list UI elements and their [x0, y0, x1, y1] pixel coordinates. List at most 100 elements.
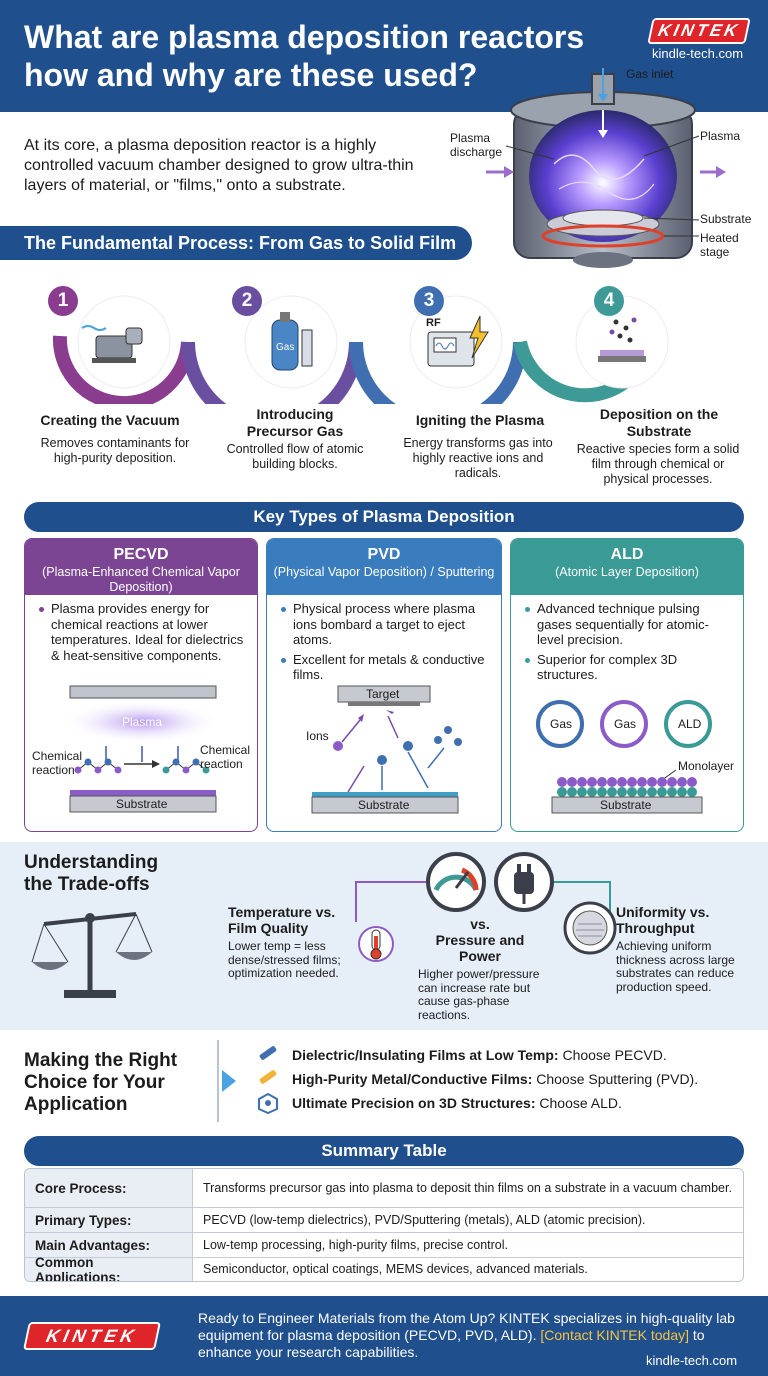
- step-4-number: 4: [594, 286, 624, 316]
- page-title: What are plasma deposition reactors how …: [24, 19, 585, 93]
- tradeoff-2-heading: Pressure and Power: [435, 932, 525, 964]
- card-pvd-name: PVD: [367, 546, 401, 563]
- row-label: Common Applications:: [25, 1255, 193, 1281]
- card-ald-bullet-1: Advanced technique pulsing gases sequent…: [525, 601, 731, 648]
- pen-icon: [259, 1046, 277, 1060]
- cube-icon: [258, 1092, 278, 1114]
- gauge-icon: [426, 852, 486, 912]
- table-row: Main Advantages: Low-temp processing, hi…: [25, 1232, 743, 1257]
- pvd-ions-label: Ions: [306, 729, 329, 743]
- step-4-title: Deposition on the Substrate: [599, 406, 719, 439]
- step-2-desc: Controlled flow of atomic building block…: [226, 442, 364, 471]
- row-label: Primary Types:: [25, 1208, 193, 1232]
- site-link[interactable]: kindle-tech.com: [652, 46, 744, 61]
- tradeoff-3-heading: Uniformity vs. Throughput: [616, 904, 710, 936]
- types-banner: Key Types of Plasma Deposition: [24, 502, 744, 532]
- step-3-title: Igniting the Plasma: [415, 412, 545, 428]
- row-value: Low-temp processing, high-purity films, …: [193, 1233, 743, 1257]
- card-ald-name: ALD: [610, 546, 644, 563]
- row-label: Core Process:: [25, 1169, 193, 1207]
- brand-logo[interactable]: KINTEK: [647, 18, 751, 44]
- label-plasma-discharge-1: Plasma: [450, 131, 490, 145]
- pecvd-left-label: Chemical: [32, 749, 82, 763]
- tradeoff-2-vs: vs.: [470, 916, 490, 932]
- process-flow: Gas RF: [52, 295, 669, 404]
- monolayer-atoms: [557, 777, 697, 797]
- step-3-desc: Energy transforms gas into highly reacti…: [403, 436, 553, 480]
- pvd-substrate-label: Substrate: [358, 798, 410, 812]
- card-pecvd-name: PECVD: [113, 546, 169, 563]
- step-3-number: 3: [414, 286, 444, 316]
- svg-text:Gas: Gas: [276, 342, 294, 353]
- row-label: Main Advantages:: [25, 1233, 193, 1257]
- pvd-diagram: Target Ions Substrate: [306, 685, 462, 814]
- rf-generator-icon: RF: [426, 315, 489, 367]
- pvd-target-label: Target: [366, 687, 400, 701]
- tradeoff-3-desc: Achieving uniform thickness across large…: [616, 939, 735, 994]
- deposition-icon: [598, 317, 646, 362]
- card-pvd-full: (Physical Vapor Deposition) / Sputtering: [273, 565, 495, 579]
- label-heated-stage-2: stage: [700, 245, 730, 259]
- intro-text: At its core, a plasma deposition reactor…: [24, 137, 414, 194]
- footer-text: Ready to Engineer Materials from the Ato…: [198, 1310, 735, 1360]
- step-1-title: Creating the Vacuum: [40, 412, 180, 428]
- card-pecvd: PECVD (Plasma-Enhanced Chemical Vapor De…: [24, 538, 258, 832]
- label-gas-inlet: Gas inlet: [626, 67, 674, 81]
- ald-ald-label: ALD: [678, 717, 702, 731]
- ald-gas-2-label: Gas: [614, 717, 636, 731]
- choice-item-1: Dielectric/Insulating Films at Low Temp:…: [292, 1047, 667, 1063]
- ald-gas-1-label: Gas: [550, 717, 572, 731]
- card-ald-bullet-2: Superior for complex 3D structures.: [525, 652, 731, 683]
- step-1-desc: Removes contaminants for high-purity dep…: [40, 436, 190, 465]
- summary-table: Core Process: Transforms precursor gas i…: [24, 1168, 744, 1282]
- label-heated-stage-1: Heated: [700, 231, 739, 245]
- card-pecvd-full: (Plasma-Enhanced Chemical Vapor Depositi…: [42, 565, 240, 594]
- choice-title: Making the Right Choice for Your Applica…: [24, 1050, 178, 1115]
- wafer-icon: [563, 901, 617, 955]
- choice-item-3: Ultimate Precision on 3D Structures: Cho…: [292, 1095, 622, 1111]
- pencil-icon: [259, 1070, 277, 1084]
- card-ald-full: (Atomic Layer Deposition): [555, 565, 699, 579]
- pecvd-left-label-2: reaction: [32, 763, 75, 777]
- tradeoff-2-desc: Higher power/pressure can increase rate …: [418, 967, 540, 1022]
- row-value: Transforms precursor gas into plasma to …: [193, 1169, 743, 1207]
- reactor-diagram: Gas inlet Plasma discharge Plasma Substr…: [450, 67, 752, 268]
- label-plasma-discharge-2: discharge: [450, 145, 502, 159]
- table-row: Primary Types: PECVD (low-temp dielectri…: [25, 1207, 743, 1232]
- ald-diagram: Gas Gas ALD Monolayer Substrate: [536, 700, 734, 814]
- choice-divider: [217, 1040, 236, 1122]
- table-row: Core Process: Transforms precursor gas i…: [25, 1169, 743, 1207]
- step-2-number: 2: [232, 286, 262, 316]
- pecvd-plasma-label: Plasma: [122, 715, 162, 729]
- pecvd-right-label-2: reaction: [200, 757, 243, 771]
- step-1-number: 1: [48, 286, 78, 316]
- card-pvd-bullet-2: Excellent for metals & conductive films.: [281, 652, 489, 683]
- contact-link[interactable]: [Contact KINTEK today]: [540, 1327, 690, 1343]
- tradeoff-connectors: [355, 852, 611, 922]
- label-plasma: Plasma: [700, 129, 740, 143]
- footer-brand-logo[interactable]: KINTEK: [23, 1322, 161, 1350]
- pecvd-substrate-label: Substrate: [116, 797, 168, 811]
- pecvd-right-label: Chemical: [200, 743, 250, 757]
- step-2-title: Introducing Precursor Gas: [246, 406, 344, 439]
- pecvd-diagram: Plasma Substrate Chemical reaction Chemi…: [32, 685, 250, 813]
- card-ald: ALD (Atomic Layer Deposition) Advanced t…: [510, 538, 744, 832]
- thermometer-icon: [358, 926, 394, 962]
- row-value: Semiconductor, optical coatings, MEMS de…: [193, 1258, 743, 1281]
- process-banner: The Fundamental Process: From Gas to Sol…: [0, 226, 472, 260]
- tradeoffs-title: Understanding the Trade-offs: [24, 852, 159, 895]
- gas-cylinder-icon: Gas: [271, 312, 313, 371]
- card-pecvd-bullet: Plasma provides energy for chemical reac…: [39, 601, 245, 663]
- footer-site-link[interactable]: kindle-tech.com: [646, 1353, 738, 1368]
- svg-text:RF: RF: [426, 317, 441, 329]
- table-row: Common Applications: Semiconductor, opti…: [25, 1255, 743, 1281]
- step-4-desc: Reactive species form a solid film throu…: [576, 442, 740, 486]
- summary-banner: Summary Table: [24, 1136, 744, 1166]
- vacuum-pump-icon: [81, 325, 143, 363]
- tradeoff-1-desc: Lower temp = less dense/stressed films; …: [228, 939, 341, 980]
- card-pvd-bullet-1: Physical process where plasma ions bomba…: [281, 601, 489, 648]
- power-plug-icon: [494, 852, 554, 912]
- choice-item-2: High-Purity Metal/Conductive Films: Choo…: [292, 1071, 699, 1087]
- label-substrate: Substrate: [700, 212, 752, 226]
- card-pvd: PVD (Physical Vapor Deposition) / Sputte…: [266, 538, 502, 832]
